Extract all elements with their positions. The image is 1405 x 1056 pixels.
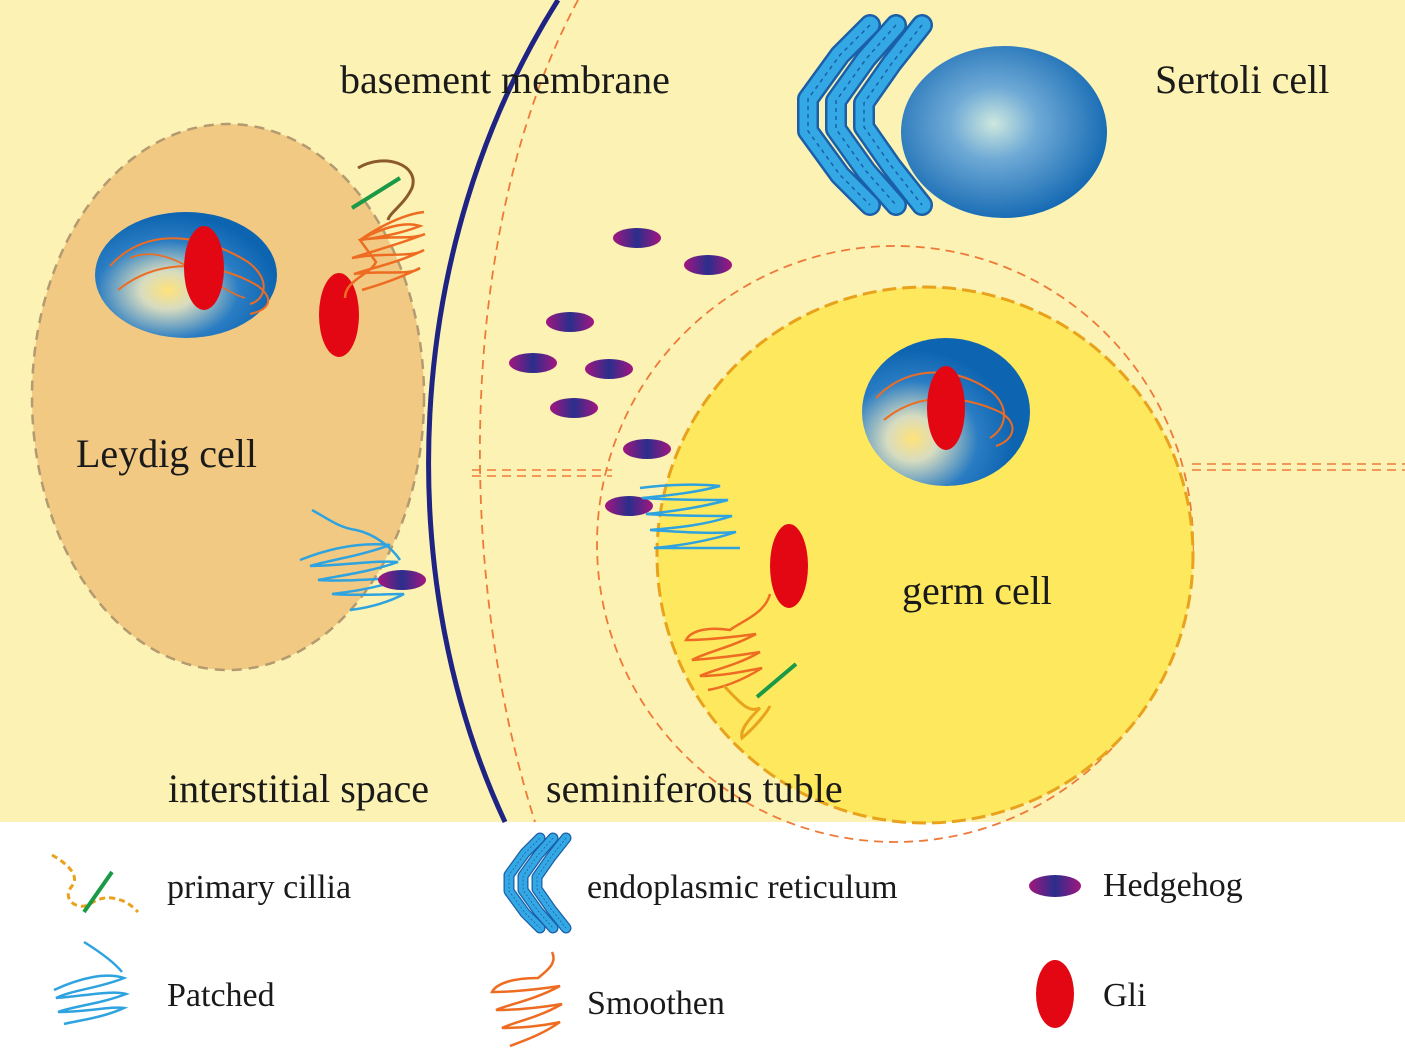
gli-icon (770, 524, 808, 608)
legend-hedgehog-label: Hedgehog (1103, 867, 1243, 904)
legend-endoplasmic-reticulum: endoplasmic reticulum (509, 838, 898, 928)
legend-endoplasmic-reticulum-label: endoplasmic reticulum (587, 869, 898, 906)
patched-icon (299, 508, 406, 612)
germ-cell-label: germ cell (902, 568, 1052, 613)
legend-hedgehog: Hedgehog (1029, 867, 1243, 904)
sertoli-cell-label: Sertoli cell (1155, 57, 1329, 102)
hedgehog-icon (613, 228, 661, 248)
gli-icon (927, 366, 965, 450)
legend-primary-cilia-label: primary cillia (167, 869, 351, 906)
basement-membrane-label: basement membrane (340, 57, 670, 102)
legend-patched-label: Patched (167, 977, 275, 1014)
legend-gli-label: Gli (1103, 977, 1146, 1014)
gli-icon (319, 273, 359, 357)
primary-cilia-icon (722, 684, 772, 741)
tubule-boundary-line (479, 0, 579, 823)
smoothen-icon (489, 951, 563, 1048)
legend-smoothen: Smoothen (489, 951, 725, 1048)
sertoli-nucleus (901, 46, 1107, 218)
seminiferous-tubule-label: seminiferous tuble (546, 766, 843, 811)
legend: primary cillia Patched endoplasmic retic… (51, 838, 1243, 1048)
primary-cilia-icon (357, 159, 415, 221)
gli-icon (1036, 960, 1074, 1028)
germ-cell (639, 285, 1195, 825)
primary-cilia-icon (51, 853, 140, 914)
basement-membrane (426, 0, 561, 824)
leydig-cell (30, 122, 426, 672)
hedgehog-icon (550, 398, 598, 418)
endoplasmic-reticulum-icon (509, 838, 566, 928)
legend-smoothen-label: Smoothen (587, 985, 725, 1022)
gli-icon (184, 226, 224, 310)
patched-icon (639, 483, 740, 550)
interstitial-space-label: interstitial space (168, 766, 429, 811)
hedgehog-icon (684, 255, 732, 275)
leydig-cell-label: Leydig cell (76, 431, 257, 476)
hedgehog-icon (378, 570, 426, 590)
legend-patched: Patched (53, 940, 275, 1026)
hedgehog-icon (1029, 875, 1081, 897)
hedgehog-icon (585, 359, 633, 379)
legend-primary-cilia: primary cillia (51, 853, 351, 914)
hedgehog-icon (546, 312, 594, 332)
smoothen-icon (683, 593, 772, 692)
smoothen-icon (343, 210, 426, 299)
patched-icon (53, 940, 130, 1026)
hedgehog-icon (623, 439, 671, 459)
hedgehog-icon (509, 353, 557, 373)
legend-gli: Gli (1036, 960, 1146, 1028)
